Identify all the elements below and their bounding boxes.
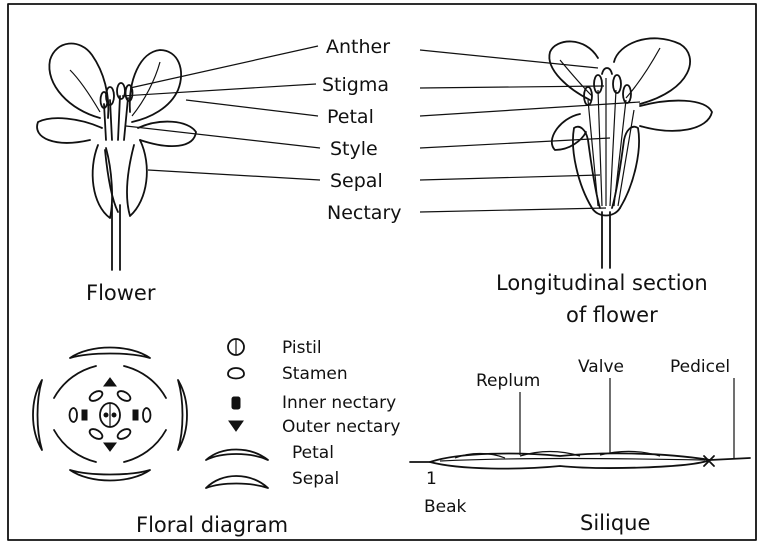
leaders-right xyxy=(420,50,640,212)
label-petal: Petal xyxy=(327,106,374,128)
legend-inner-nectary: Inner nectary xyxy=(282,393,396,413)
floral-sepal-bottom xyxy=(70,470,150,481)
floral-sepal-right xyxy=(178,380,187,450)
label-anther: Anther xyxy=(326,36,390,58)
silique-pod xyxy=(430,453,710,468)
label-style: Style xyxy=(330,138,378,160)
section-drawing xyxy=(549,38,712,268)
floral-sepal-left xyxy=(33,380,42,450)
silique-label-replum: Replum xyxy=(476,371,540,391)
leaders-left xyxy=(122,46,320,180)
caption-section-line2: of flower xyxy=(566,303,658,327)
legend: Pistil Stamen Inner nectary Outer nectar… xyxy=(206,338,400,489)
legend-stamen: Stamen xyxy=(282,364,348,384)
floral-sepal-top xyxy=(70,348,150,359)
legend-outer-nectary-symbol xyxy=(229,421,243,431)
label-stigma: Stigma xyxy=(322,74,389,96)
silique-beak-mark: 1 xyxy=(426,469,437,489)
silique-label-pedicel: Pedicel xyxy=(670,357,730,377)
legend-stamen-symbol xyxy=(228,368,244,379)
caption-section-line1: Longitudinal section xyxy=(496,271,708,295)
legend-sepal: Sepal xyxy=(292,469,339,489)
floral-diagram xyxy=(33,348,187,481)
label-sepal: Sepal xyxy=(330,170,383,192)
silique-drawing xyxy=(410,378,750,469)
legend-inner-nectary-symbol xyxy=(232,397,240,409)
legend-petal-symbol xyxy=(206,450,268,461)
caption-floral-diagram: Floral diagram xyxy=(136,513,288,537)
legend-pistil: Pistil xyxy=(282,338,322,358)
silique-label-beak: Beak xyxy=(424,497,467,517)
caption-silique: Silique xyxy=(580,511,650,535)
flower-drawing xyxy=(37,44,196,270)
silique-label-valve: Valve xyxy=(578,357,624,377)
caption-flower: Flower xyxy=(86,281,156,305)
part-labels: Anther Stigma Petal Style Sepal Nectary xyxy=(322,36,402,224)
label-nectary: Nectary xyxy=(327,202,402,224)
legend-sepal-symbol xyxy=(206,476,268,488)
legend-pistil-symbol xyxy=(228,339,244,355)
legend-outer-nectary: Outer nectary xyxy=(282,417,400,437)
legend-petal: Petal xyxy=(292,443,334,463)
